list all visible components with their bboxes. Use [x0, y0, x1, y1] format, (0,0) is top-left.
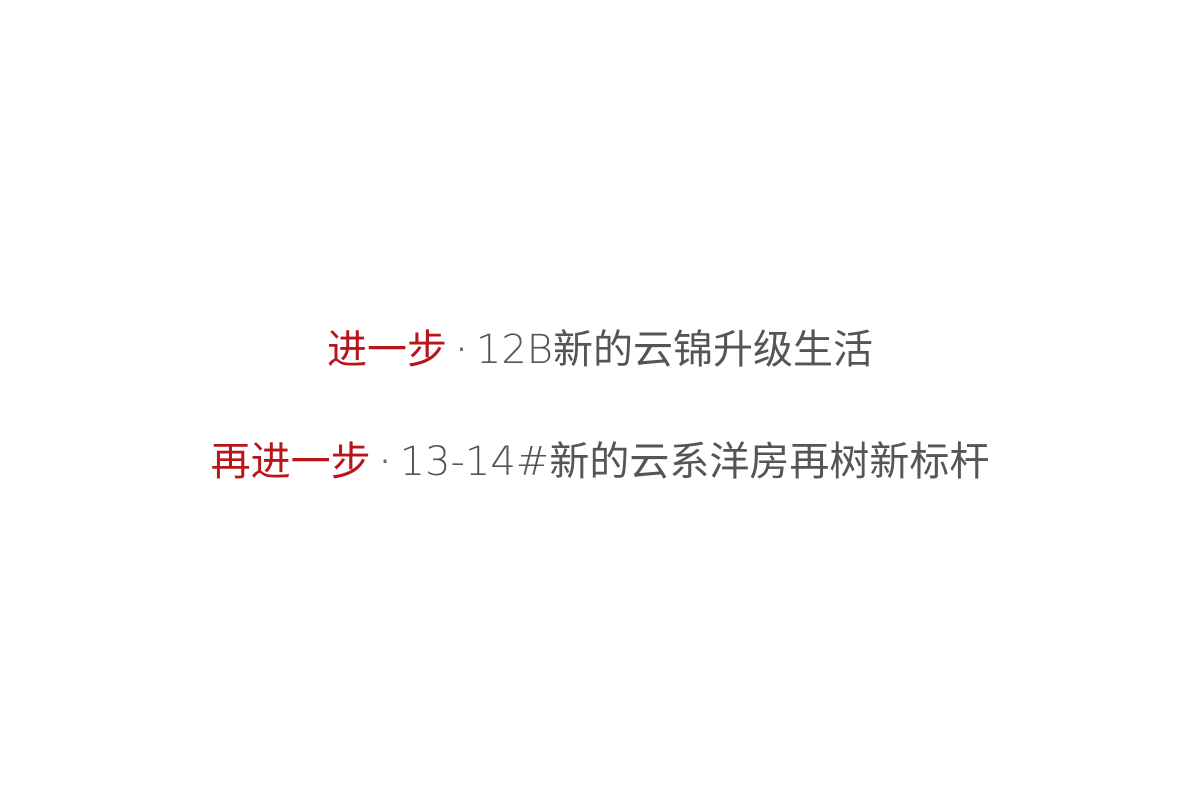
headline-accent: 再进一步	[210, 439, 371, 485]
separator-dot: ·	[380, 445, 390, 478]
headline-line-2: 再进一步 · 13-14#新的云系洋房再树新标杆	[0, 438, 1200, 490]
headline-text: 13-14#新的云系洋房再树新标杆	[399, 439, 990, 485]
headline-line-1: 进一步 · 12B新的云锦升级生活	[0, 326, 1200, 378]
headline-text: 12B新的云锦升级生活	[475, 327, 873, 373]
separator-dot: ·	[457, 333, 466, 366]
headline-accent: 进一步	[327, 327, 447, 373]
